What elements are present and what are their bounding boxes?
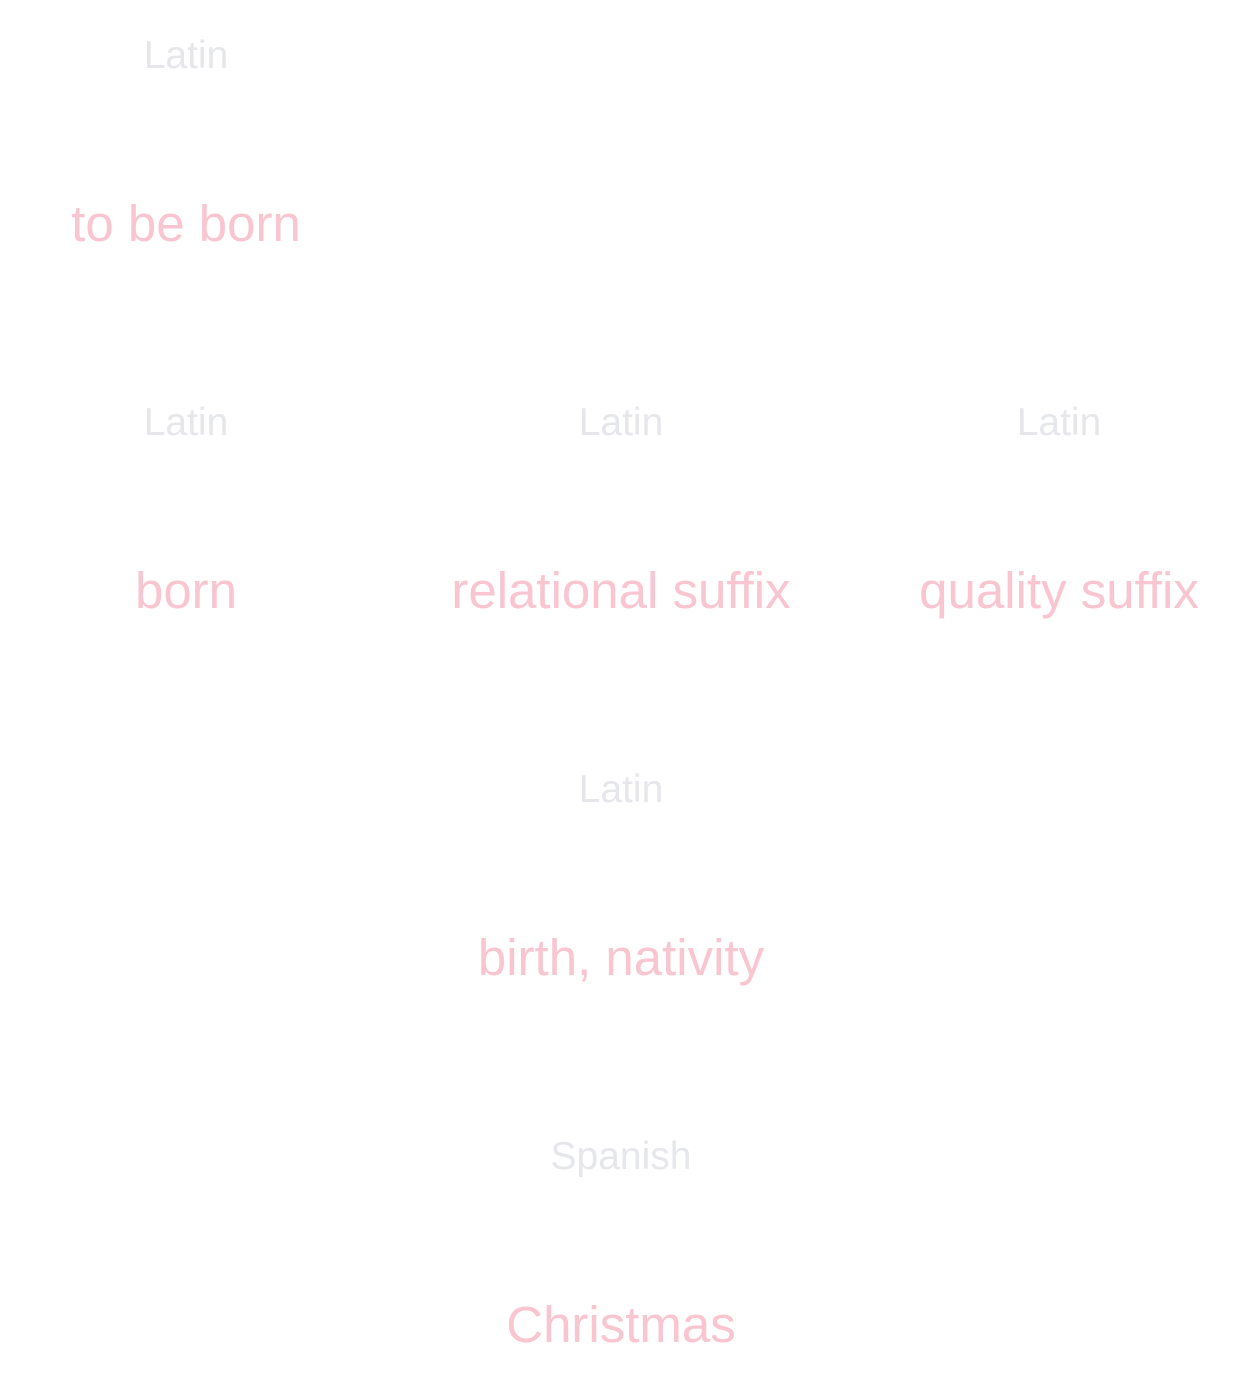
language-label: Latin bbox=[1016, 401, 1102, 444]
language-label: Latin bbox=[578, 401, 664, 444]
language-label: Latin bbox=[578, 768, 664, 811]
meaning-label: birth, nativity bbox=[477, 929, 765, 986]
meaning-label: Christmas bbox=[506, 1296, 736, 1353]
language-label: Latin bbox=[143, 401, 229, 444]
meaning-label: born bbox=[134, 562, 238, 619]
meaning-label: relational suffix bbox=[451, 562, 791, 619]
language-label: Latin bbox=[143, 34, 229, 77]
meaning-label: to be born bbox=[71, 195, 301, 252]
meaning-label: quality suffix bbox=[919, 562, 1199, 619]
language-label: Spanish bbox=[550, 1135, 692, 1178]
